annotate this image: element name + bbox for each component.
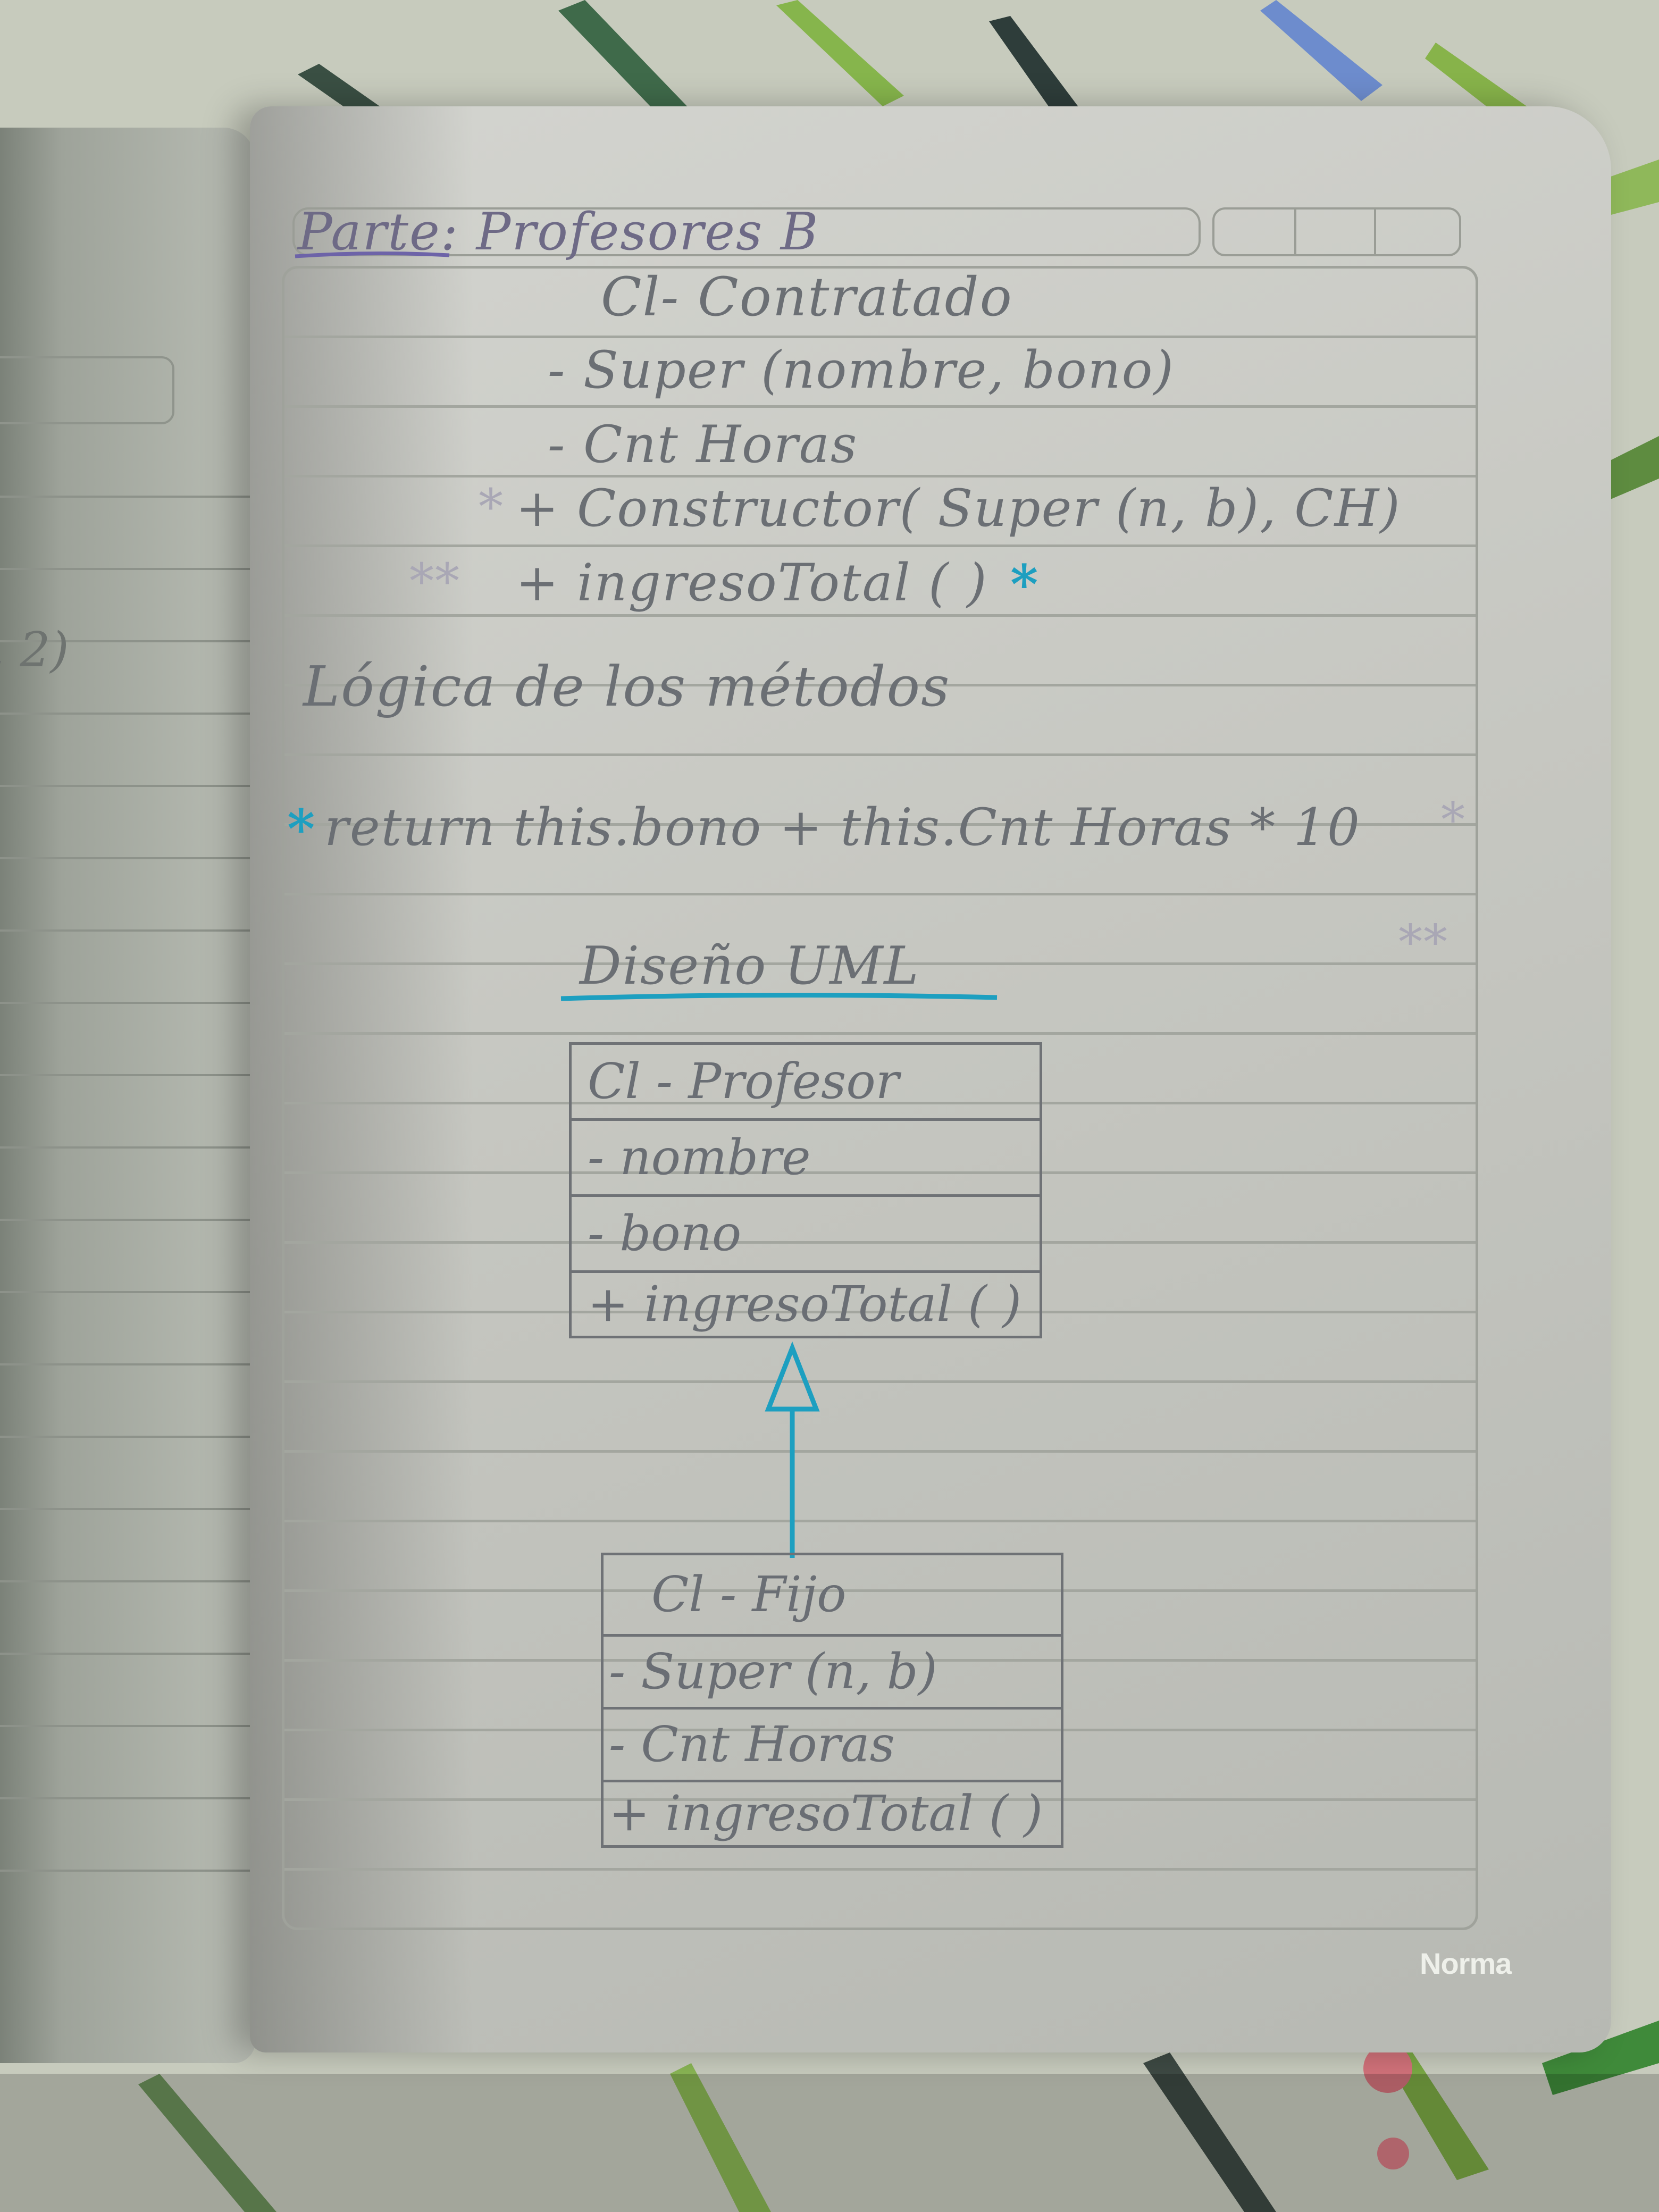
method-marker-right: * bbox=[1010, 553, 1040, 616]
uml-class-profesor: Cl - Profesor - nombre - bono + ingresoT… bbox=[569, 1042, 1042, 1338]
left-page-header-box bbox=[0, 356, 174, 424]
ruled-area bbox=[282, 266, 1478, 1930]
uml-class-name: Cl - Profesor bbox=[572, 1045, 1040, 1121]
notebook-brand: Norma bbox=[1420, 1947, 1512, 1980]
uml-class-name: Cl - Fijo bbox=[604, 1555, 1061, 1637]
left-page-note: , 2) bbox=[0, 622, 69, 678]
side-marker-1: * bbox=[1441, 792, 1466, 848]
uml-class-fijo: Cl - Fijo - Super (n, b) - Cnt Horas + i… bbox=[601, 1553, 1063, 1848]
method-ingreso-total: + ingresoTotal ( ) bbox=[516, 553, 988, 613]
uml-heading: Diseño UML bbox=[580, 936, 920, 996]
notebook-page: Parte: Profesores B Cl- Contratado - Sup… bbox=[250, 106, 1611, 2052]
uml-attribute: - Cnt Horas bbox=[604, 1710, 1061, 1782]
date-boxes bbox=[1212, 207, 1461, 256]
uml-heading-underline bbox=[560, 992, 998, 1001]
class-name-contratado: Cl- Contratado bbox=[601, 266, 1013, 328]
left-page-ruled-lines bbox=[0, 425, 255, 1904]
method-marker-left: ** bbox=[409, 553, 460, 610]
uml-method: + ingresoTotal ( ) bbox=[588, 1276, 1022, 1333]
inheritance-arrow bbox=[765, 1341, 820, 1558]
uml-method: + ingresoTotal ( ) bbox=[609, 1785, 1043, 1842]
code-line: return this.bono + this.Cnt Horas * 10 bbox=[324, 798, 1361, 857]
attr-cnt-horas: - Cnt Horas bbox=[548, 415, 858, 474]
side-marker-2: ** bbox=[1398, 915, 1448, 970]
uml-attribute: - nombre bbox=[572, 1121, 1040, 1197]
attr-super: - Super (nombre, bono) bbox=[548, 340, 1175, 400]
title-underline bbox=[295, 251, 450, 258]
code-marker: * bbox=[287, 798, 316, 860]
previous-page: , 2) bbox=[0, 128, 255, 2063]
constructor-line: + Constructor( Super (n, b), CH) bbox=[516, 479, 1401, 538]
uml-attribute: - Super (n, b) bbox=[604, 1637, 1061, 1710]
uml-attribute: - bono bbox=[572, 1197, 1040, 1273]
constructor-marker: * bbox=[479, 479, 504, 535]
logic-heading: Lógica de los métodos bbox=[303, 654, 951, 719]
title-box bbox=[292, 207, 1201, 256]
